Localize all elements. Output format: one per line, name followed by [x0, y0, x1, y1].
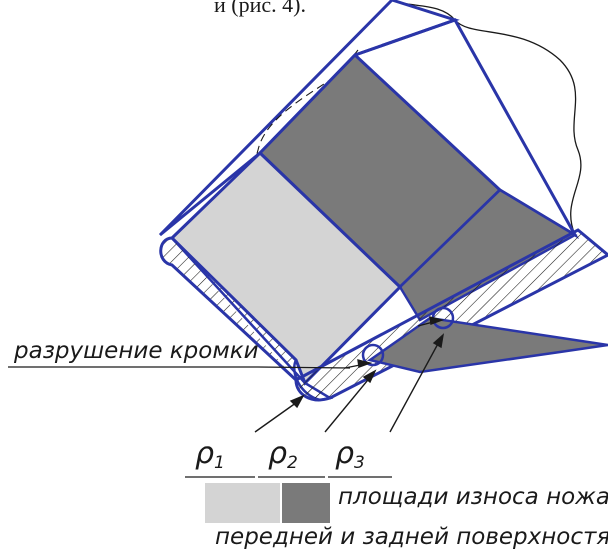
- svg-text:ρ: ρ: [268, 436, 287, 471]
- edge-failure-leader: [8, 366, 351, 369]
- edge-failure-label: разрушение кромки: [13, 338, 259, 364]
- legend-text-line2: передней и задней поверхностям: [215, 524, 608, 550]
- svg-text:ρ: ρ: [195, 436, 214, 471]
- legend-text-line1: площади износа ножа по: [338, 484, 608, 510]
- top-caption: и (рис. 4).: [214, 0, 306, 17]
- edge-rounded-corner: [159, 236, 298, 382]
- rho-1-label: ρ 1: [195, 436, 225, 473]
- break-line: [391, 0, 582, 236]
- radius-circle-2: [361, 343, 385, 367]
- legend-swatch-front: [205, 483, 280, 523]
- svg-text:2: 2: [287, 453, 298, 473]
- svg-text:3: 3: [354, 453, 365, 473]
- legend-swatch-rear: [282, 483, 330, 523]
- svg-text:1: 1: [214, 453, 225, 473]
- rho-3-label: ρ 3: [335, 436, 365, 473]
- svg-text:ρ: ρ: [335, 436, 354, 471]
- rho-2-label: ρ 2: [268, 436, 298, 473]
